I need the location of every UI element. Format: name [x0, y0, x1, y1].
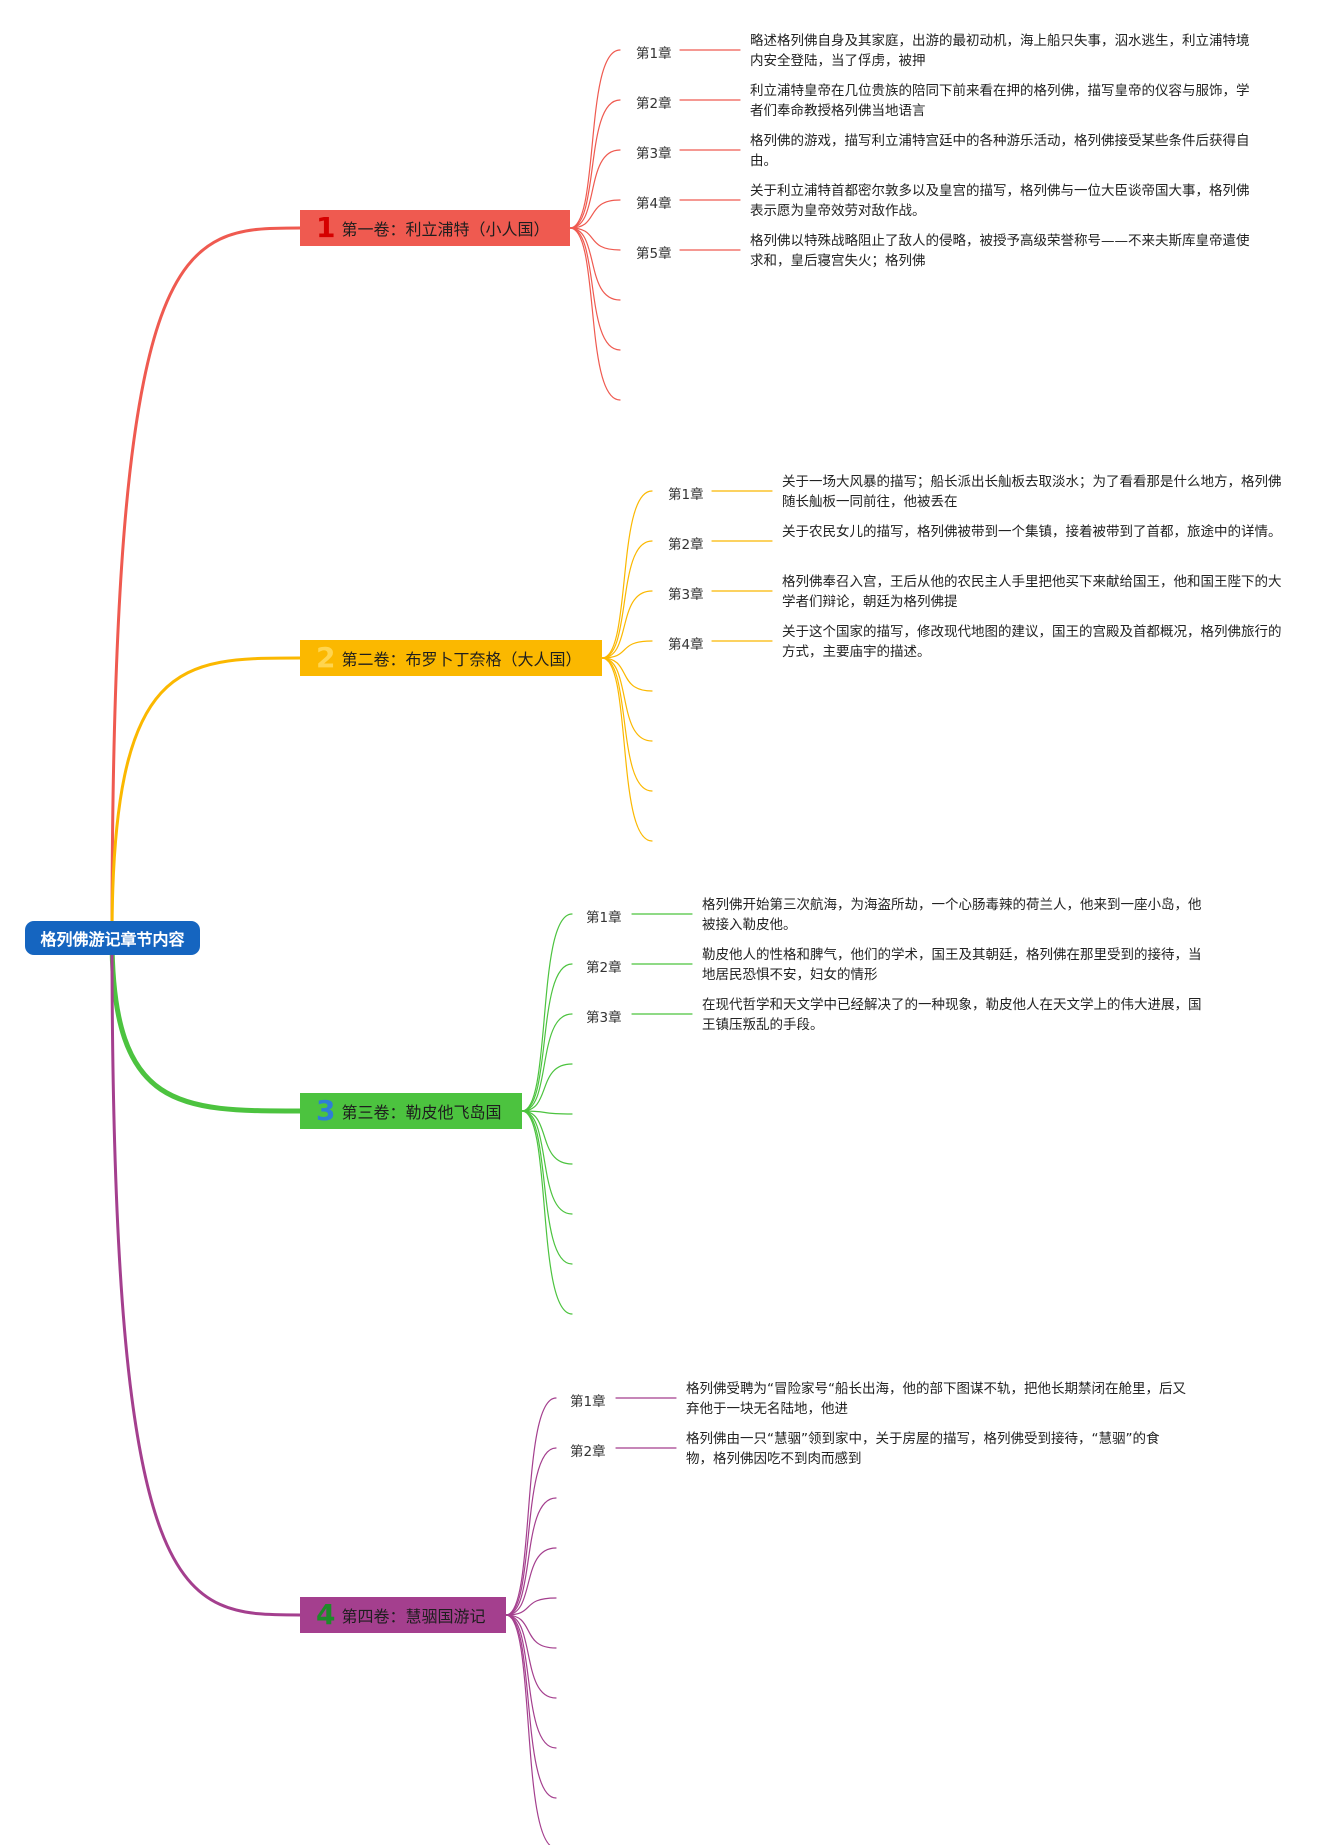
volume-2-branch-1 [601, 490, 653, 659]
root-to-volume-2-link [110, 656, 302, 940]
volume-2-label: 第二卷：布罗卜丁奈格（大人国） [341, 650, 582, 669]
volume-1-chapter-1-label[interactable]: 第1章 [636, 46, 672, 62]
volume-3-label: 第三卷：勒皮他飞岛国 [341, 1103, 502, 1122]
volume-2-chapter-1-label[interactable]: 第1章 [668, 487, 704, 503]
volume-2-chapter-3-label[interactable]: 第3章 [668, 587, 704, 603]
volume-1-branch-8 [569, 227, 621, 401]
volume-4-node[interactable]: 4 第四卷：慧骃国游记 [300, 1597, 506, 1633]
volume-1-branch-4 [569, 199, 621, 229]
volume-3-chapter-2-label[interactable]: 第2章 [586, 960, 622, 976]
volume-3-branch-9 [521, 1110, 573, 1315]
volume-2-chapter-4-label[interactable]: 第4章 [668, 637, 704, 653]
volume-1-chapter-5-label[interactable]: 第5章 [636, 246, 672, 262]
volume-2-branch-5 [601, 657, 653, 692]
volume-4-branch-3 [505, 1497, 557, 1616]
volume-1-label: 第一卷：利立浦特（小人国） [341, 220, 550, 239]
volume-4-chapter-2-label[interactable]: 第2章 [570, 1444, 606, 1460]
volume-2-branch-7 [601, 657, 653, 792]
root-to-volume-3-link [109, 935, 303, 1114]
volume-1-branch-1 [569, 49, 621, 229]
root-label: 格列佛游记章节内容 [40, 930, 185, 949]
volume-1-number: 1 [316, 211, 336, 244]
volume-2-branch-4 [601, 640, 653, 659]
volume-2-node[interactable]: 2 第二卷：布罗卜丁奈格（大人国） [300, 640, 602, 676]
volume-1-chapter-4-label[interactable]: 第4章 [636, 196, 672, 212]
volume-2-chapter-3-text: 格列佛奉召入宫，王后从他的农民主人手里把他买下来献给国王，他和国王陛下的大学者们… [782, 574, 1282, 610]
volume-3-branch-5 [521, 1110, 573, 1115]
volume-4-chapter-2-text: 格列佛由一只“慧骃”领到家中，关于房屋的描写，格列佛受到接待，“慧骃”的食物，格… [686, 1431, 1160, 1467]
volume-1-chapter-4-text: 关于利立浦特首都密尔敦多以及皇宫的描写，格列佛与一位大臣谈帝国大事，格列佛表示愿… [750, 183, 1250, 219]
root-node[interactable]: 格列佛游记章节内容 [25, 921, 200, 955]
volume-1-branch-2 [569, 99, 621, 229]
volume-4-chapter-1-label[interactable]: 第1章 [570, 1394, 606, 1410]
volume-4-branch-10 [505, 1614, 551, 1845]
volume-4-chapter-1-text: 格列佛受聘为“冒险家号“船长出海，他的部下图谋不轨，把他长期禁闭在舱里，后又弃他… [686, 1381, 1186, 1417]
volume-3-branch-8 [521, 1110, 573, 1265]
volume-1-chapter-1-text: 略述格列佛自身及其家庭，出游的最初动机，海上船只失事，泅水逃生，利立浦特境内安全… [750, 33, 1250, 69]
volume-2-branch-3 [601, 590, 653, 659]
volume-2-chapter-2-text: 关于农民女儿的描写，格列佛被带到一个集镇，接着被带到了首都，旅途中的详情。 [782, 524, 1282, 540]
volume-3-chapter-1-text: 格列佛开始第三次航海，为海盗所劫，一个心肠毒辣的荷兰人，他来到一座小岛，他被接入… [702, 897, 1202, 933]
volume-1-branch-3 [569, 149, 621, 229]
volume-3-chapter-3-text: 在现代哲学和天文学中已经解决了的一种现象，勒皮他人在天文学上的伟大进展，国王镇压… [702, 997, 1202, 1033]
root-to-volume-4-link [110, 936, 302, 1617]
volume-3-branch-4 [521, 1063, 573, 1112]
volume-4-branch-1 [505, 1397, 557, 1616]
volume-2-branch-6 [601, 657, 653, 742]
volume-4-number: 4 [316, 1598, 336, 1631]
volume-2-chapter-2-label[interactable]: 第2章 [668, 537, 704, 553]
volume-3-chapter-1-label[interactable]: 第1章 [586, 910, 622, 926]
volume-1-branch-5 [569, 227, 621, 251]
volume-4-branch-4 [505, 1547, 557, 1616]
volume-3-branch-2 [521, 963, 573, 1112]
volume-3-branch-1 [521, 913, 573, 1112]
volume-4-branch-6 [505, 1614, 557, 1649]
volume-3-branch-7 [521, 1110, 573, 1215]
volume-4-branch-8 [505, 1614, 557, 1749]
volume-4-branch-9 [505, 1614, 557, 1799]
volume-3-branch-3 [521, 1013, 573, 1112]
volume-2-branch-2 [601, 540, 653, 659]
volume-3-chapter-2-text: 勒皮他人的性格和脾气，他们的学术，国王及其朝廷，格列佛在那里受到的接待，当地居民… [702, 947, 1202, 983]
volume-4-label: 第四卷：慧骃国游记 [341, 1607, 486, 1626]
volume-1-chapter-3-label[interactable]: 第3章 [636, 146, 672, 162]
volume-3-branch-6 [521, 1110, 573, 1165]
volume-4-branch-5 [505, 1597, 557, 1616]
volume-1-node[interactable]: 1 第一卷：利立浦特（小人国） [300, 210, 570, 246]
volume-4-branch-2 [505, 1447, 557, 1616]
volume-2-chapter-4-text: 关于这个国家的描写，修改现代地图的建议，国王的宫殿及首都概况，格列佛旅行的方式，… [782, 624, 1282, 660]
volume-3-number: 3 [316, 1094, 336, 1127]
volume-1-chapter-5-text: 格列佛以特殊战略阻止了敌人的侵略，被授予高级荣誉称号——不来夫斯库皇帝遣使求和，… [750, 233, 1250, 269]
volume-1-branch-7 [569, 227, 621, 351]
volume-2-chapter-1-text: 关于一场大风暴的描写；船长派出长舢板去取淡水；为了看看那是什么地方，格列佛随长舢… [782, 474, 1282, 510]
volume-3-node[interactable]: 3 第三卷：勒皮他飞岛国 [300, 1093, 522, 1129]
root-to-volume-1-link [110, 226, 302, 940]
volume-1-branch-6 [569, 227, 621, 301]
volume-1-chapter-2-label[interactable]: 第2章 [636, 96, 672, 112]
volume-4-branch-7 [505, 1614, 557, 1699]
volume-2-branch-8 [601, 657, 653, 842]
volume-1-chapter-2-text: 利立浦特皇帝在几位贵族的陪同下前来看在押的格列佛，描写皇帝的仪容与服饰，学者们奉… [750, 83, 1250, 119]
volume-3-chapter-3-label[interactable]: 第3章 [586, 1010, 622, 1026]
volume-2-number: 2 [316, 641, 336, 674]
volume-1-chapter-3-text: 格列佛的游戏，描写利立浦特宫廷中的各种游乐活动，格列佛接受某些条件后获得自由。 [750, 133, 1250, 169]
